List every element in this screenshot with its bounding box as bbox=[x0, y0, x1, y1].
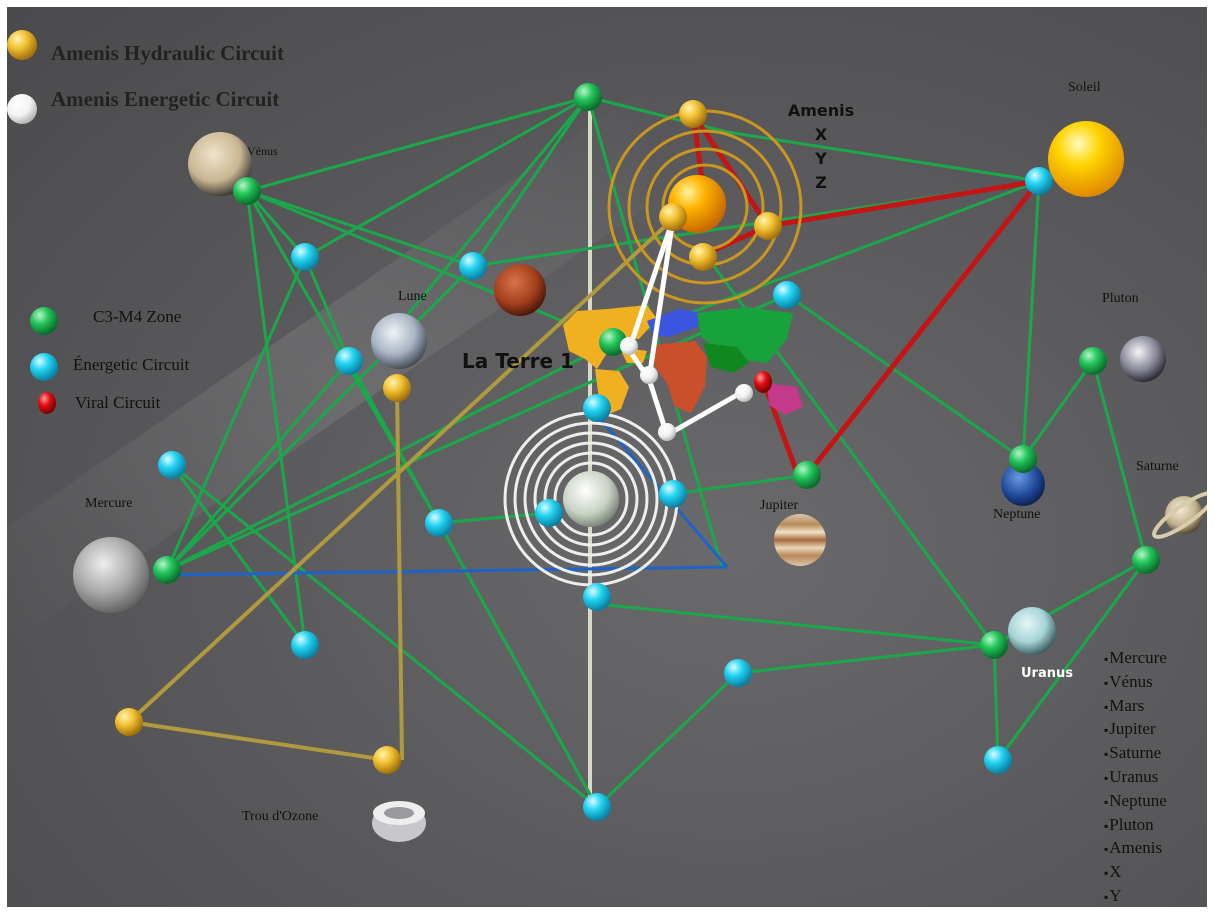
list-item: Pluton bbox=[1104, 814, 1167, 838]
yellow-nodes bbox=[115, 100, 782, 774]
list-item: Jupiter bbox=[1104, 718, 1167, 742]
diagram-svg bbox=[7, 30, 1207, 842]
lune-planet bbox=[371, 313, 427, 369]
legend-hydraulic-marker bbox=[7, 30, 37, 60]
uranus-label: Uranus bbox=[1021, 666, 1073, 681]
viral-node bbox=[754, 371, 772, 393]
diagram-canvas: Amenis Hydraulic Circuit Amenis Energeti… bbox=[7, 7, 1207, 907]
hydraulic-lines bbox=[127, 217, 675, 762]
venus-planet bbox=[188, 132, 252, 196]
soleil-sun bbox=[1048, 121, 1124, 197]
core-sphere bbox=[563, 471, 619, 527]
jupiter-planet bbox=[774, 514, 826, 566]
legend-viral-marker bbox=[38, 392, 56, 414]
saturne-planet bbox=[1152, 491, 1207, 539]
saturne-label: Saturne bbox=[1136, 459, 1179, 474]
lune-label: Lune bbox=[398, 289, 427, 304]
legend-zone-label: C3-M4 Zone bbox=[93, 307, 182, 326]
jupiter-label: Jupiter bbox=[760, 498, 799, 513]
pluton-planet bbox=[1120, 336, 1166, 382]
list-item: X bbox=[1104, 861, 1167, 885]
white-nodes bbox=[620, 337, 753, 441]
mercure-planet bbox=[73, 537, 149, 613]
legend-energetic-label: Amenis Energetic Circuit bbox=[51, 87, 280, 111]
pluton-label: Pluton bbox=[1102, 291, 1139, 306]
venus-label: Vénus bbox=[247, 144, 278, 158]
uranus-planet bbox=[1008, 607, 1056, 655]
planet-list: Mercure Vénus Mars Jupiter Saturne Uranu… bbox=[1104, 647, 1167, 907]
list-item: Y bbox=[1104, 885, 1167, 907]
neptune-label: Neptune bbox=[993, 507, 1041, 522]
amenis-line: Amenis bbox=[787, 101, 855, 120]
soleil-label: Soleil bbox=[1068, 80, 1101, 95]
mercure-label: Mercure bbox=[85, 496, 133, 511]
amenis-z: Z bbox=[815, 173, 827, 192]
list-item: Uranus bbox=[1104, 766, 1167, 790]
neptune-planet bbox=[1001, 462, 1045, 506]
amenis-y: Y bbox=[815, 149, 827, 168]
list-item: Amenis bbox=[1104, 837, 1167, 861]
terre-label: La Terre 1 bbox=[462, 349, 574, 373]
trou-ozone-icon bbox=[372, 801, 426, 842]
legend-energetic-circuit-marker bbox=[30, 353, 58, 381]
light-beam bbox=[7, 87, 647, 647]
trou-ozone-label: Trou d'Ozone bbox=[242, 809, 319, 824]
mars-planet bbox=[494, 264, 546, 316]
legend-hydraulic-label: Amenis Hydraulic Circuit bbox=[51, 41, 284, 65]
legend-viral-label: Viral Circuit bbox=[75, 393, 161, 412]
c3m4-green-lines bbox=[165, 95, 1148, 809]
cyan-nodes bbox=[158, 167, 1053, 821]
list-item: Neptune bbox=[1104, 790, 1167, 814]
amenis-title: Amenis X Y Z bbox=[785, 99, 857, 195]
list-item: Mars bbox=[1104, 695, 1167, 719]
list-item: Mercure bbox=[1104, 647, 1167, 671]
list-item: Vénus bbox=[1104, 671, 1167, 695]
amenis-x: X bbox=[814, 125, 828, 144]
green-nodes bbox=[153, 83, 1160, 659]
list-item: Saturne bbox=[1104, 742, 1167, 766]
legend-energetic-circuit-label: Énergetic Circuit bbox=[73, 355, 190, 374]
legend-energetic-marker bbox=[7, 94, 37, 124]
legend-zone-marker bbox=[30, 307, 58, 335]
